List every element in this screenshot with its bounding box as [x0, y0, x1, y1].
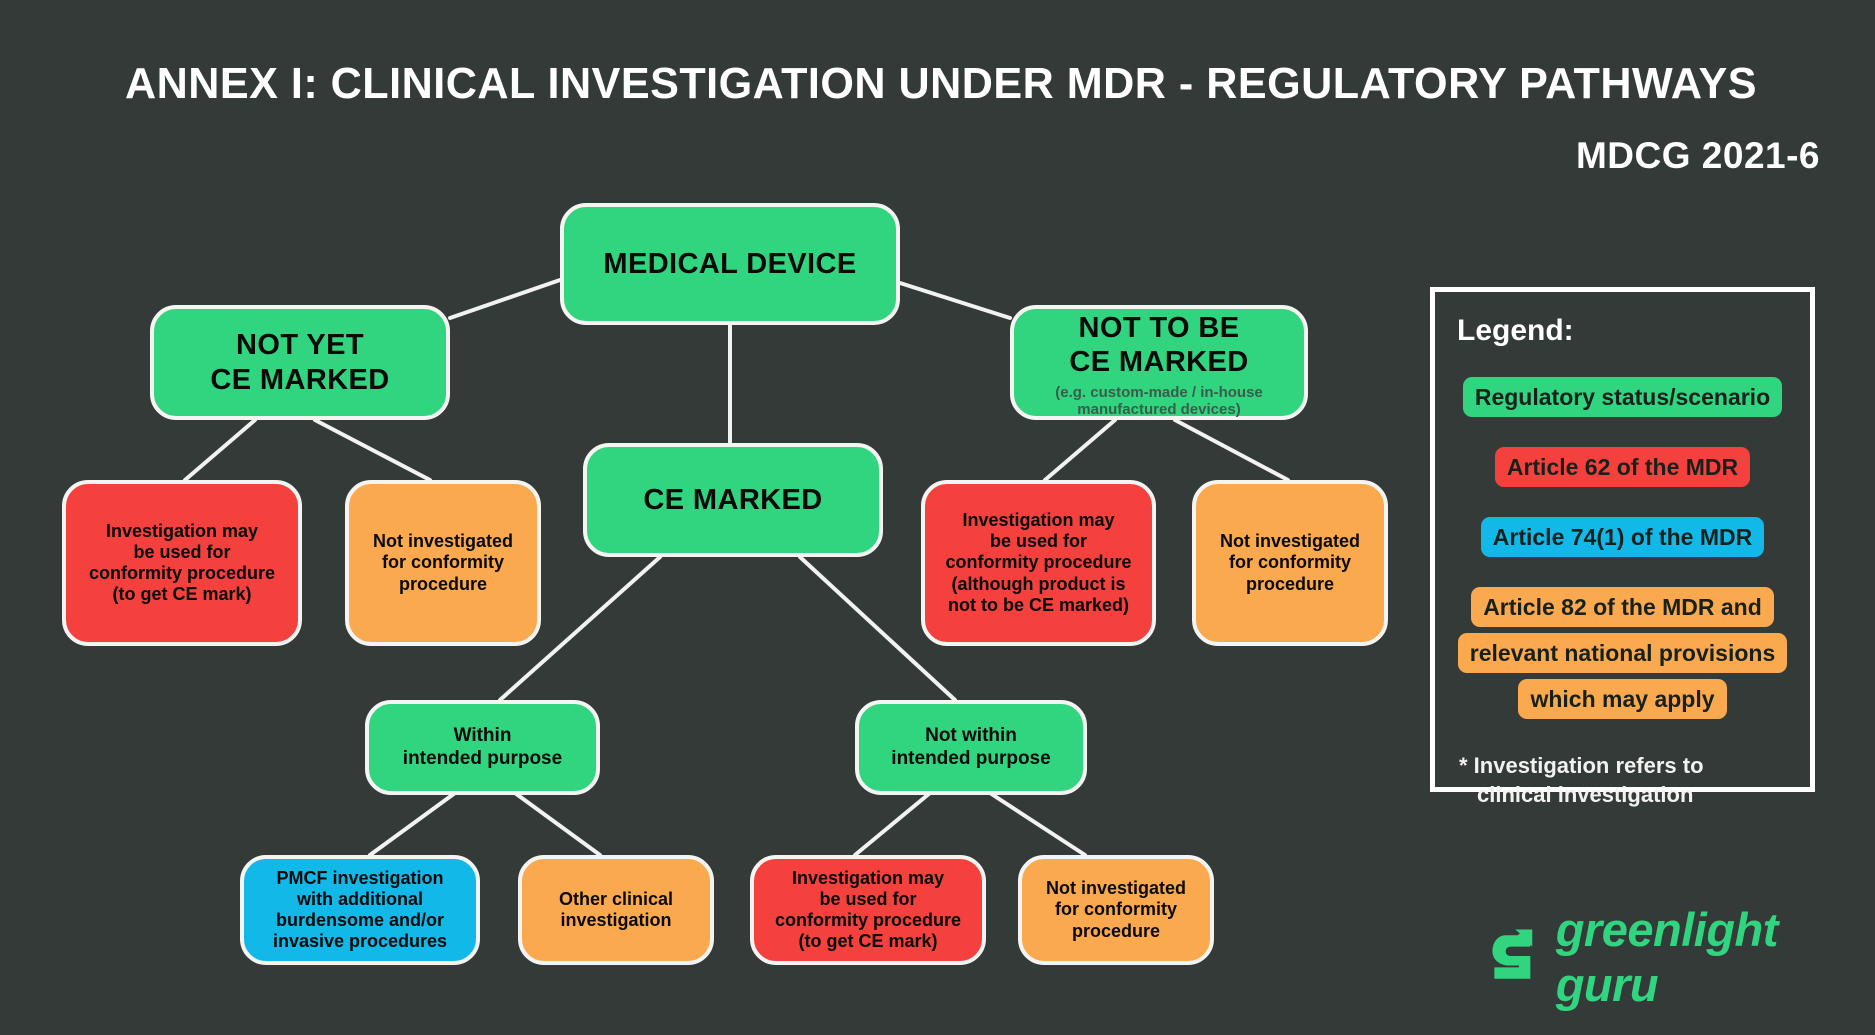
legend-chip-regulatory-status: Regulatory status/scenario	[1462, 377, 1783, 417]
node-center-red-investigation[interactable]: Investigation may be used for conformity…	[750, 855, 986, 965]
node-within-intended-purpose-label: Within intended purpose	[402, 725, 563, 769]
legend-footnote: * Investigation refers to clinical inves…	[1453, 752, 1792, 809]
greenlight-guru-logo: greenlight guru	[1483, 902, 1875, 1012]
legend-footnote-line2: clinical investigation	[1477, 781, 1694, 807]
legend-title: Legend:	[1457, 314, 1574, 347]
node-right-orange-not-investigated[interactable]: Not investigated for conformity procedur…	[1192, 480, 1388, 646]
node-center-orange-not-investigated[interactable]: Not investigated for conformity procedur…	[1018, 855, 1214, 965]
node-not-to-be-ce-marked[interactable]: NOT TO BE CE MARKED (e.g. custom-made / …	[1010, 305, 1308, 420]
node-not-to-be-ce-marked-label: NOT TO BE CE MARKED	[1069, 311, 1249, 378]
node-medical-device-label: MEDICAL DEVICE	[603, 247, 857, 280]
legend-chip-article-74: Article 74(1) of the MDR	[1480, 517, 1765, 557]
node-left-red-investigation-label: Investigation may be used for conformity…	[88, 520, 276, 605]
node-pmcf-investigation[interactable]: PMCF investigation with additional burde…	[240, 855, 480, 965]
node-medical-device[interactable]: MEDICAL DEVICE	[560, 203, 900, 325]
node-pmcf-investigation-label: PMCF investigation with additional burde…	[272, 867, 448, 952]
node-left-red-investigation[interactable]: Investigation may be used for conformity…	[62, 480, 302, 646]
node-left-orange-not-investigated-label: Not investigated for conformity procedur…	[372, 531, 514, 594]
node-ce-marked-label: CE MARKED	[643, 483, 823, 516]
legend-item-article-62: Article 62 of the MDR	[1453, 444, 1792, 490]
legend-chip-article-62: Article 62 of the MDR	[1494, 447, 1751, 487]
legend-item-regulatory-status: Regulatory status/scenario	[1453, 374, 1792, 420]
node-within-intended-purpose[interactable]: Within intended purpose	[365, 700, 600, 795]
node-right-red-investigation-label: Investigation may be used for conformity…	[945, 509, 1132, 615]
node-center-orange-not-investigated-label: Not investigated for conformity procedur…	[1045, 878, 1187, 941]
node-right-red-investigation[interactable]: Investigation may be used for conformity…	[921, 480, 1156, 646]
node-other-clinical-investigation[interactable]: Other clinical investigation	[518, 855, 714, 965]
legend-panel: Legend: Regulatory status/scenario Artic…	[1430, 287, 1815, 807]
node-not-yet-ce-marked[interactable]: NOT YET CE MARKED	[150, 305, 450, 420]
legend-item-article-82: Article 82 of the MDR and relevant natio…	[1453, 584, 1792, 722]
node-not-within-intended-purpose[interactable]: Not within intended purpose	[855, 700, 1087, 795]
legend-footnote-line1: * Investigation refers to	[1459, 753, 1704, 778]
page-title: Annex I: Clinical Investigation under MD…	[125, 59, 1757, 108]
node-center-red-investigation-label: Investigation may be used for conformity…	[774, 867, 962, 952]
legend-chip-article-82: Article 82 of the MDR and relevant natio…	[1457, 587, 1788, 719]
node-right-orange-not-investigated-label: Not investigated for conformity procedur…	[1219, 531, 1361, 594]
greenlight-guru-g-icon	[1492, 929, 1533, 979]
node-not-to-be-ce-marked-note: (e.g. custom-made / in-house manufacture…	[1055, 383, 1263, 419]
node-not-yet-ce-marked-label: NOT YET CE MARKED	[210, 329, 390, 396]
node-other-clinical-investigation-label: Other clinical investigation	[558, 888, 674, 930]
page-subtitle: MDCG 2021-6	[1575, 135, 1820, 176]
node-not-to-be-ce-marked-content: NOT TO BE CE MARKED (e.g. custom-made / …	[1024, 311, 1294, 419]
node-ce-marked[interactable]: CE MARKED	[583, 443, 883, 557]
node-left-orange-not-investigated[interactable]: Not investigated for conformity procedur…	[345, 480, 541, 646]
node-not-within-intended-purpose-label: Not within intended purpose	[891, 725, 1051, 769]
legend-item-article-74: Article 74(1) of the MDR	[1453, 514, 1792, 560]
logo-wordmark: greenlight guru	[1555, 903, 1779, 1011]
